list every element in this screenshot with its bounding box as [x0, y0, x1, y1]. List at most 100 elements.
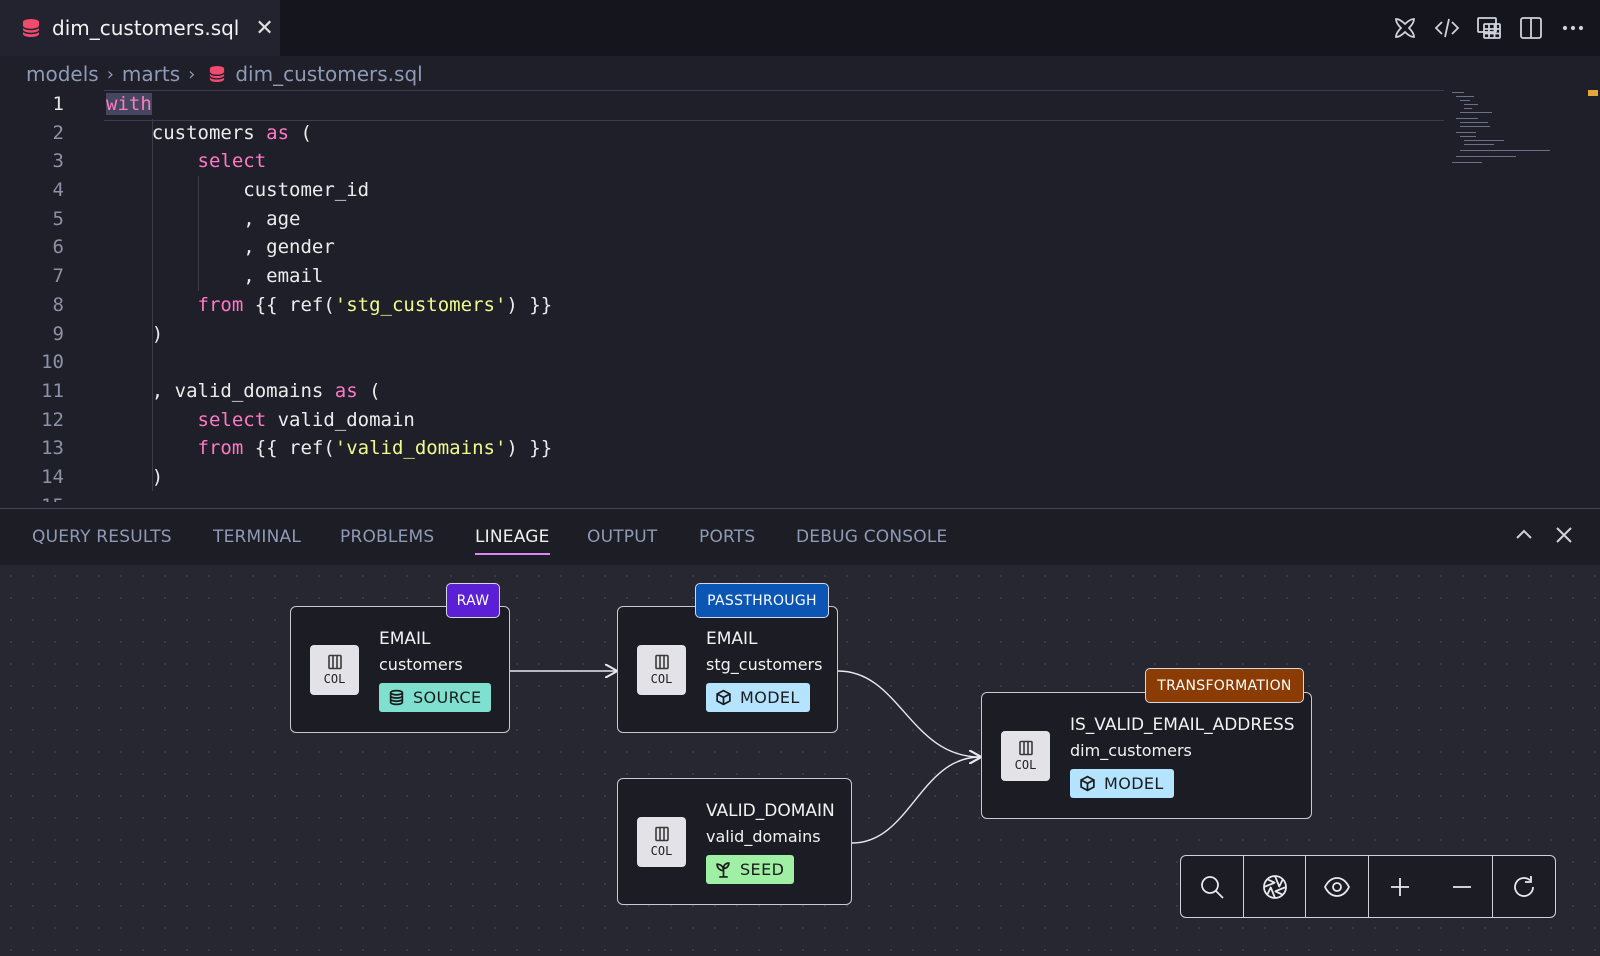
line-number: 6 [52, 236, 64, 259]
scrollbar-marker[interactable] [1588, 90, 1598, 96]
lineage-node-valid-domain[interactable]: COL VALID_DOMAIN valid_domains SEED [617, 778, 852, 905]
line-number: 13 [41, 437, 64, 460]
lineage-edges [510, 565, 1600, 844]
code-line: customer_id [106, 179, 370, 202]
split-editor-icon[interactable] [1514, 11, 1548, 45]
code-line: from {{ ref('stg_customers') }} [197, 293, 553, 316]
minus-icon[interactable] [1431, 856, 1494, 917]
cube-icon [1080, 775, 1095, 792]
selected-token: with [106, 93, 152, 115]
lineage-node-email-stg-customers[interactable]: COL EMAIL stg_customers MODEL [617, 606, 838, 733]
line-number: 1 [52, 93, 64, 115]
sprout-icon [716, 862, 730, 878]
cube-icon [716, 689, 731, 706]
code-line: ) [106, 322, 164, 345]
col-label: COL [650, 672, 673, 686]
tab-query-results[interactable]: QUERY RESULTS [32, 527, 172, 547]
code-line: , gender [106, 236, 335, 259]
dbt-icon[interactable] [1388, 11, 1422, 45]
lineage-node-email-customers[interactable]: COL EMAIL customers SOURCE [290, 606, 510, 733]
code-line: , age [106, 207, 301, 230]
code-line [106, 348, 1406, 377]
passthrough-badge: PASSTHROUGH [695, 583, 829, 618]
lineage-toolbar [1180, 855, 1556, 918]
code-editor[interactable]: 1 2 3 4 5 6 7 8 9 10 11 12 13 14 15 with… [0, 90, 1600, 502]
line-number: 10 [41, 351, 64, 374]
tab-ports[interactable]: PORTS [699, 527, 756, 547]
node-table-name: customers [379, 655, 463, 674]
close-icon[interactable]: ✕ [255, 15, 274, 41]
chip-label: MODEL [740, 688, 800, 707]
edge-seed-to-dim [851, 757, 980, 844]
col-label: COL [323, 672, 346, 686]
close-panel-icon[interactable] [1552, 523, 1580, 551]
table-preview-icon[interactable] [1472, 11, 1506, 45]
line-number: 5 [52, 207, 64, 230]
editor-tab-dim-customers[interactable]: dim_customers.sql ✕ [0, 0, 280, 56]
node-table-name: valid_domains [706, 827, 821, 846]
chevron-right-icon: › [106, 63, 114, 85]
breadcrumb-item-models[interactable]: models [26, 62, 99, 86]
minimap[interactable] [1448, 90, 1568, 180]
line-number: 3 [52, 150, 64, 173]
line-number: 7 [52, 265, 64, 288]
tab-actions [1388, 10, 1590, 46]
lineage-node-is-valid-email-address[interactable]: COL IS_VALID_EMAIL_ADDRESS dim_customers… [981, 692, 1312, 819]
tab-problems[interactable]: PROBLEMS [340, 527, 435, 547]
node-column-name: EMAIL [706, 629, 758, 649]
code-line: from {{ ref('valid_domains') }} [197, 437, 553, 460]
column-icon: COL [310, 645, 359, 695]
indent-guide [198, 176, 199, 291]
column-icon: COL [637, 645, 686, 695]
chip-label: SOURCE [413, 688, 482, 707]
line-number: 14 [41, 465, 64, 488]
chevron-up-icon[interactable] [1512, 523, 1540, 551]
indent-guide [152, 119, 153, 491]
more-icon[interactable] [1556, 11, 1590, 45]
code-line [106, 492, 1406, 502]
eye-icon[interactable] [1306, 856, 1370, 917]
chip-label: MODEL [1104, 774, 1164, 793]
refresh-icon[interactable] [1493, 856, 1555, 917]
seed-chip: SEED [706, 855, 795, 884]
tab-title: dim_customers.sql [52, 16, 240, 40]
model-chip: MODEL [1070, 769, 1174, 798]
tab-lineage[interactable]: LINEAGE [475, 527, 550, 555]
code-lines[interactable]: with customers as ( select customer_id ,… [104, 90, 1444, 502]
node-column-name: VALID_DOMAIN [706, 801, 835, 821]
code-line: , email [106, 265, 324, 288]
raw-badge: RAW [446, 583, 500, 618]
aperture-icon[interactable] [1244, 856, 1307, 917]
breadcrumb-item-marts[interactable]: marts [121, 62, 181, 86]
tab-terminal[interactable]: TERMINAL [213, 527, 302, 547]
node-table-name: dim_customers [1070, 741, 1192, 760]
line-number: 11 [41, 379, 64, 402]
code-line: select [197, 150, 267, 173]
code-line: with [104, 90, 1444, 121]
tab-output[interactable]: OUTPUT [587, 527, 658, 547]
breadcrumb-item-file[interactable]: dim_customers.sql [235, 62, 423, 86]
database-icon [22, 19, 40, 37]
line-number-gutter: 1 2 3 4 5 6 7 8 9 10 11 12 13 14 15 [0, 90, 92, 502]
chevron-right-icon: › [188, 63, 196, 85]
code-icon[interactable] [1430, 11, 1464, 45]
source-chip: SOURCE [379, 683, 492, 712]
edge-stg-to-dim [837, 670, 980, 757]
bottom-panel: QUERY RESULTS TERMINAL PROBLEMS LINEAGE … [0, 508, 1600, 956]
column-icon: COL [1001, 731, 1050, 781]
node-column-name: IS_VALID_EMAIL_ADDRESS [1070, 715, 1295, 735]
col-label: COL [1014, 758, 1037, 772]
database-icon [389, 689, 404, 706]
code-line: , valid_domains as ( [106, 379, 381, 402]
line-number: 2 [52, 121, 64, 144]
editor-tab-bar: dim_customers.sql ✕ [0, 0, 1600, 56]
search-icon[interactable] [1181, 856, 1244, 917]
tab-debug-console[interactable]: DEBUG CONSOLE [796, 527, 948, 547]
chip-label: SEED [740, 860, 785, 879]
lineage-canvas[interactable]: COL EMAIL customers SOURCE RAW COL EMAIL… [0, 565, 1600, 956]
line-number: 9 [52, 322, 64, 345]
line-number: 15 [0, 492, 92, 502]
code-line: customers as ( [106, 121, 312, 144]
plus-icon[interactable] [1369, 856, 1431, 917]
model-chip: MODEL [706, 683, 810, 712]
